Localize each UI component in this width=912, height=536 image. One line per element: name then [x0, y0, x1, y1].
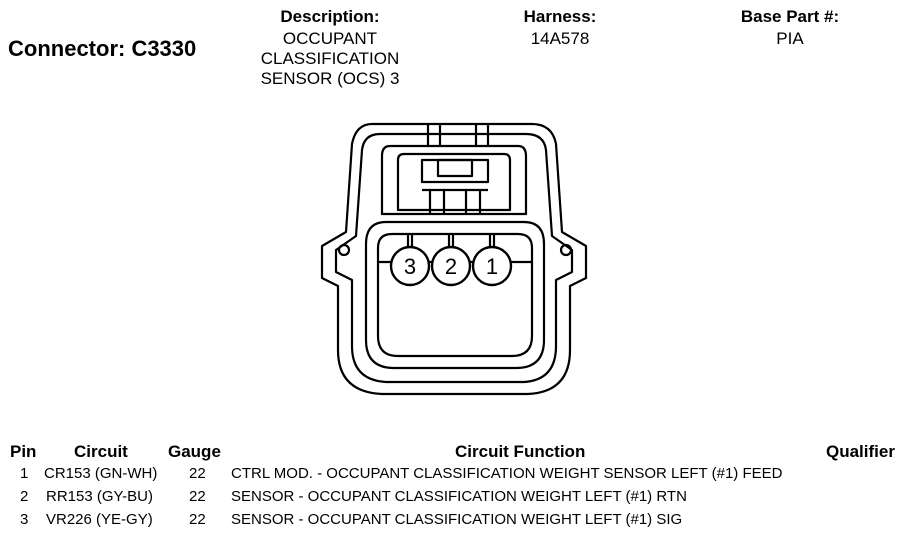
header-gauge: Gauge	[168, 442, 221, 461]
lock-hole-right	[559, 243, 573, 257]
latch-tower-outer	[380, 144, 528, 216]
description-line-1: OCCUPANT	[282, 29, 378, 48]
pin-cavity-inner	[376, 232, 534, 358]
row-circuit: CR153 (GN-WH)	[44, 465, 158, 482]
lock-hole-left	[337, 243, 351, 257]
header-circuit: Circuit	[74, 442, 128, 461]
description-label: Description:	[280, 7, 380, 26]
housing-outer	[320, 122, 588, 396]
row-function: CTRL MOD. - OCCUPANT CLASSIFICATION WEIG…	[231, 465, 783, 482]
row-gauge: 22	[189, 465, 206, 482]
housing-inner-outline	[334, 132, 574, 384]
base-part-block: Base Part #: PIA	[720, 7, 860, 49]
pin-label-1: 1	[486, 254, 498, 279]
description-line-2: CLASSIFICATION	[260, 49, 400, 68]
connector-title: Connector: C3330	[8, 36, 197, 61]
latch-button	[436, 158, 474, 178]
row-pin: 2	[20, 488, 29, 505]
row-function: SENSOR - OCCUPANT CLASSIFICATION WEIGHT …	[231, 511, 683, 528]
row-gauge: 22	[189, 511, 206, 528]
pin-cavity-outer	[364, 220, 546, 370]
pin-circle-2	[430, 245, 472, 287]
header-pin: Pin	[10, 442, 37, 461]
base-part-label: Base Part #:	[740, 7, 840, 26]
pin-circle-3	[389, 245, 431, 287]
base-part-value: PIA	[776, 29, 804, 48]
latch-tower-inner	[396, 152, 512, 212]
pin-label-2: 2	[445, 254, 457, 279]
row-pin: 3	[20, 511, 29, 528]
description-block: Description: OCCUPANT CLASSIFICATION SEN…	[230, 7, 430, 89]
row-gauge: 22	[189, 488, 206, 505]
row-pin: 1	[20, 465, 29, 482]
harness-value: 14A578	[530, 29, 590, 48]
row-circuit: VR226 (YE-GY)	[46, 511, 153, 528]
harness-label: Harness:	[523, 7, 597, 26]
header-qualifier: Qualifier	[826, 442, 895, 461]
header-circuit-function: Circuit Function	[455, 442, 586, 461]
pin-circle-1	[471, 245, 513, 287]
harness-block: Harness: 14A578	[490, 7, 630, 49]
row-circuit: RR153 (GY-BU)	[46, 488, 153, 505]
pin-label-3: 3	[404, 254, 416, 279]
latch-tab	[420, 158, 490, 184]
row-function: SENSOR - OCCUPANT CLASSIFICATION WEIGHT …	[231, 488, 687, 505]
description-line-3: SENSOR (OCS) 3	[260, 69, 400, 88]
